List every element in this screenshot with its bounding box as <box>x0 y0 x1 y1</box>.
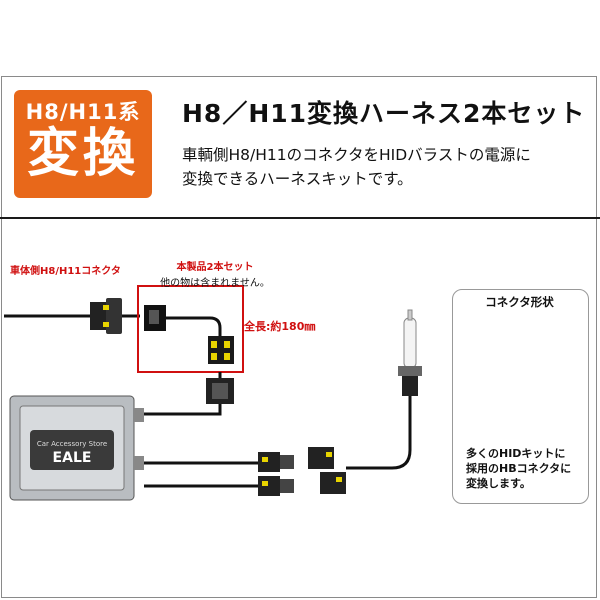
ballast-input-connector-icon <box>206 378 234 404</box>
bulb-wire <box>346 395 412 470</box>
harness-connector-icon <box>144 305 166 331</box>
panel-note: 多くのHIDキットに 採用のHBコネクタに 変換します。 <box>466 447 572 490</box>
harness-wire <box>166 316 222 338</box>
product-description: 車輌側H8/H11のコネクタをHIDバラストの電源に 変換できるハーネスキットで… <box>182 146 531 188</box>
vehicle-connector-label: 車体側H8/H11コネクタ <box>10 266 121 277</box>
connector-shape-panel <box>452 289 589 504</box>
panel-title: コネクタ形状 <box>485 295 554 309</box>
hid-bulb-icon <box>398 309 422 396</box>
ballast-brand-line2: EALE <box>53 450 92 466</box>
product-label: 本製品2本セット 他の物は含まれません。 <box>145 258 285 289</box>
ballast-output-connector-icon <box>258 452 294 496</box>
product-title: H8／H11変換ハーネス2本セット <box>182 99 586 128</box>
badge-line1: H8/H11系 <box>25 100 141 124</box>
product-label-main: 本製品2本セット <box>176 262 254 273</box>
bulb-side-connector-icon <box>308 447 346 494</box>
vehicle-connector-icon <box>90 298 122 334</box>
product-note: 他の物は含まれません。 <box>160 278 270 289</box>
header-divider <box>0 217 600 219</box>
category-badge: H8/H11系 変換 <box>14 90 152 198</box>
ballast-unit <box>9 395 144 501</box>
product-highlight-box <box>137 285 244 373</box>
length-label: 全長:約180㎜ <box>244 320 316 333</box>
harness-socket-icon <box>208 336 234 364</box>
content-frame <box>1 76 597 598</box>
ballast-brand-line1: Car Accessory Store <box>37 440 107 448</box>
badge-line2: 変換 <box>26 124 139 184</box>
